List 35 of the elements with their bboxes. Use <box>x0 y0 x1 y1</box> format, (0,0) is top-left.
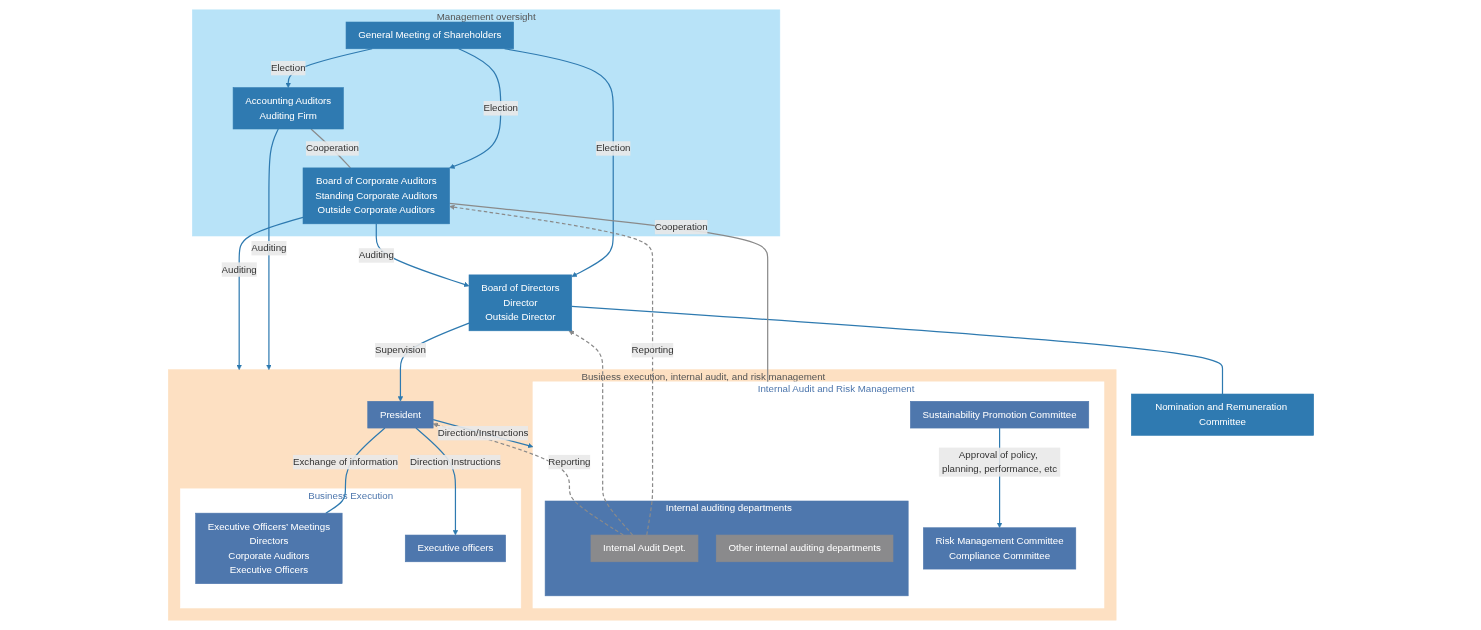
edge-label: Auditing <box>250 242 286 254</box>
node-box: Internal Audit Dept. <box>590 534 698 563</box>
node-box: Executive Officers’ Meetings Directors Corporate Auditors Executive Officers <box>194 512 342 584</box>
node-box: Board of Directors Director Outside Director <box>468 274 572 332</box>
node-box: Accounting Auditors Auditing Firm <box>232 87 344 130</box>
node-box: Board of Corporate Auditors Standing Corporate Auditors Outside Corporate Auditors <box>302 167 450 225</box>
node-box: General Meeting of Shareholders <box>345 21 514 50</box>
connector <box>570 305 1223 395</box>
edge-label: Election <box>482 102 518 114</box>
edge-label: Exchange of information <box>292 456 398 467</box>
arrow <box>448 204 653 536</box>
edge-label: Election <box>595 142 631 154</box>
arrow <box>448 48 501 169</box>
node-box: Other internal auditing departments <box>715 534 893 563</box>
edge-label: Supervision <box>374 344 426 356</box>
edge-label: Reporting <box>547 456 591 467</box>
arrow <box>568 330 633 536</box>
edge-label: Reporting <box>630 344 674 356</box>
arrow <box>432 419 533 449</box>
edge-label: Direction Instructions <box>409 456 501 467</box>
edge-label: Direction/Instructions <box>437 427 528 439</box>
edge-label: Cooperation <box>654 221 708 232</box>
edge-label: Approval of policy, planning, performance, etc <box>941 449 1057 475</box>
edge-label: Auditing <box>221 264 257 275</box>
edge-label: Cooperation <box>305 142 359 154</box>
arrow <box>236 216 304 370</box>
arrow <box>265 128 279 370</box>
node-box: Sustainability Promotion Committee <box>909 401 1089 429</box>
edge-label: Auditing <box>358 249 394 261</box>
node-box: President <box>366 401 433 429</box>
node-box: Executive officers <box>404 534 506 563</box>
edge-label: Election <box>270 62 306 74</box>
node-box: Nomination and Remuneration Committee <box>1130 393 1314 436</box>
connector <box>448 202 768 383</box>
node-box: Risk Management Committee Compliance Committee <box>922 527 1076 570</box>
